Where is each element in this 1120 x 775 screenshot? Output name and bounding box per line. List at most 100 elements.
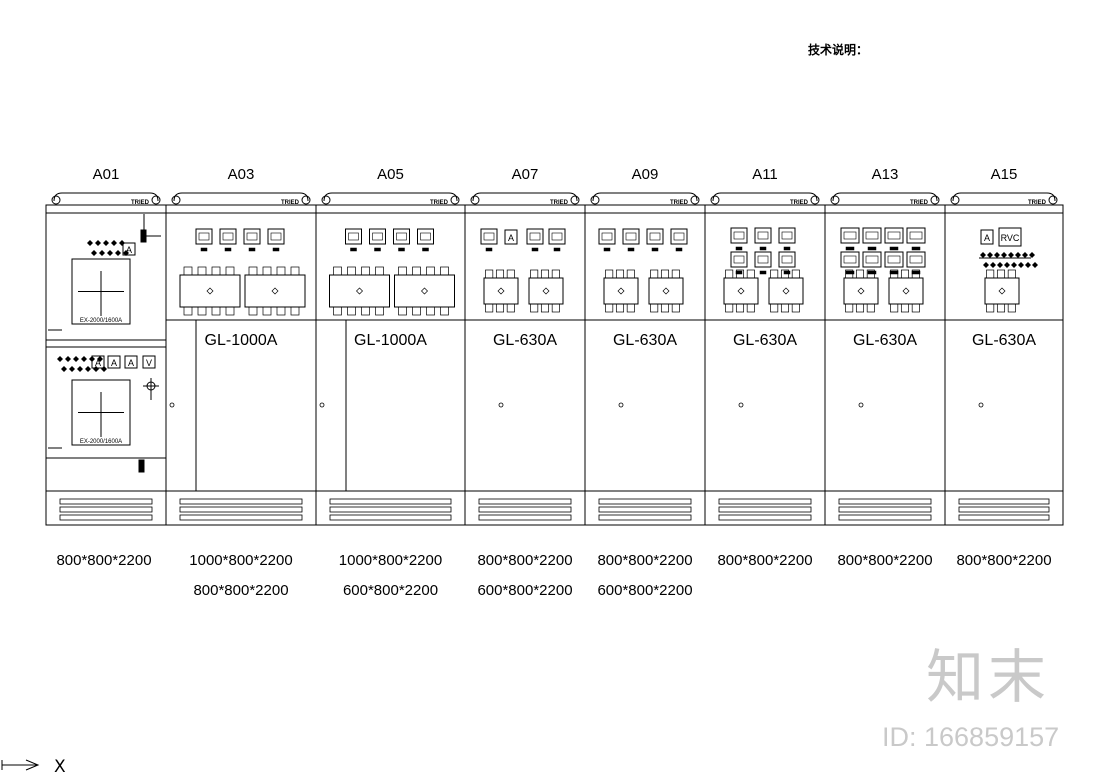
vent-slot xyxy=(329,514,452,521)
ucs-icon: X xyxy=(1,757,66,775)
breaker-handle xyxy=(737,287,745,295)
meter-box xyxy=(417,228,434,245)
meter-box xyxy=(369,228,386,245)
breaker-terminal xyxy=(361,306,370,316)
meter-tag xyxy=(553,247,561,252)
meter-box xyxy=(243,228,261,245)
meter-box xyxy=(598,228,616,245)
nameplate-text: TRIED xyxy=(670,200,689,206)
cabinet-size-label: 800*800*2200 xyxy=(597,552,692,569)
meter-tag xyxy=(485,247,493,252)
breaker-terminal xyxy=(996,269,1006,279)
meter-box xyxy=(124,355,138,369)
watermark-id: ID: 166859157 xyxy=(882,722,1059,752)
breaker-handle xyxy=(271,287,279,295)
indicator-lamp xyxy=(1001,252,1007,258)
meter-box xyxy=(548,228,566,245)
meter-label: V xyxy=(146,358,152,368)
meter-box xyxy=(195,228,213,245)
door-handle xyxy=(319,402,325,408)
indicator-lamp xyxy=(99,250,105,256)
breaker-terminal xyxy=(248,306,258,316)
indicator-lamp xyxy=(111,240,117,246)
breaker-terminal xyxy=(361,266,370,276)
breaker-rating-label: GL-630A xyxy=(972,332,1036,349)
ucs-x-label: X xyxy=(54,757,66,775)
breaker-terminal xyxy=(855,269,865,279)
breaker-terminal xyxy=(375,306,384,316)
breaker-body xyxy=(394,274,455,308)
breaker-terminal xyxy=(225,266,235,276)
breaker-handle xyxy=(421,287,428,295)
breaker-terminal xyxy=(426,266,435,276)
lifting-eye xyxy=(810,195,820,205)
indicator-lamp xyxy=(994,252,1000,258)
breaker-terminal xyxy=(746,303,755,313)
breaker-handle xyxy=(857,287,865,295)
meter-box xyxy=(778,251,796,268)
cabinet-id-label: A03 xyxy=(228,166,255,183)
breaker-body xyxy=(984,277,1020,305)
vent-slot xyxy=(179,498,303,505)
breaker-terminal xyxy=(900,303,910,313)
meter-box xyxy=(884,227,904,244)
lifting-eye xyxy=(171,195,181,205)
breaker-handle xyxy=(782,287,790,295)
ammeter-box xyxy=(980,229,994,245)
meter-tag xyxy=(735,246,743,251)
meter-display xyxy=(348,232,359,241)
breaker-rating-label: GL-630A xyxy=(733,332,797,349)
breaker-terminal xyxy=(211,306,221,316)
meter-tag xyxy=(889,246,899,251)
breaker-terminal xyxy=(791,269,800,279)
indicator-lamp xyxy=(115,250,121,256)
breaker-body xyxy=(723,277,759,305)
meter-tag xyxy=(374,247,381,252)
meter-tag xyxy=(675,247,683,252)
meter-tag xyxy=(735,270,743,275)
door-handle xyxy=(618,402,624,408)
meter-tag xyxy=(248,247,256,252)
terminal-block xyxy=(138,459,145,473)
breaker-body xyxy=(843,277,879,305)
cabinet-id-label: A07 xyxy=(512,166,539,183)
breaker-terminal xyxy=(605,303,614,313)
cabinet-size-label: 800*800*2200 xyxy=(956,552,1051,569)
meter-display xyxy=(865,255,879,264)
vent-slot xyxy=(838,498,932,505)
meter-tag xyxy=(759,270,767,275)
meter-tag xyxy=(603,247,611,252)
vent-slot xyxy=(329,498,452,505)
meter-box xyxy=(646,228,664,245)
meter-box xyxy=(219,228,237,245)
door-handle xyxy=(169,402,175,408)
meter-display xyxy=(781,231,793,240)
cabinet-a05: TRIEDA051000*800*2200600*800*2200GL-1000… xyxy=(315,166,466,599)
nameplate-text: TRIED xyxy=(281,200,300,206)
breaker-terminal xyxy=(770,303,779,313)
breaker-terminal xyxy=(485,269,494,279)
cabinet-outline xyxy=(464,204,586,526)
lifting-rail xyxy=(53,192,159,202)
cabinet-size-label: 800*800*2200 xyxy=(56,552,151,569)
meter-tag xyxy=(867,246,877,251)
indicator-lamp xyxy=(990,262,996,268)
meter-display xyxy=(843,255,857,264)
breaker-terminal xyxy=(276,266,286,276)
breaker-terminal xyxy=(551,303,560,313)
breaker-terminal xyxy=(725,303,734,313)
breaker-terminal xyxy=(540,303,550,313)
breaker-terminal xyxy=(225,306,235,316)
cabinet-size-label: 600*800*2200 xyxy=(597,582,692,599)
breaker-body xyxy=(329,274,390,308)
cabinet-a01: TRIEDA01800*800*2200EX-2000/1600AEX-2000… xyxy=(45,166,167,569)
meter-display xyxy=(222,232,234,241)
meter-display xyxy=(246,232,258,241)
breaker-terminal xyxy=(626,269,635,279)
breaker-terminal xyxy=(197,306,207,316)
breaker-terminal xyxy=(540,269,550,279)
lifting-eye xyxy=(930,195,940,205)
breaker-terminal xyxy=(440,306,449,316)
cabinet-id-label: A15 xyxy=(991,166,1018,183)
